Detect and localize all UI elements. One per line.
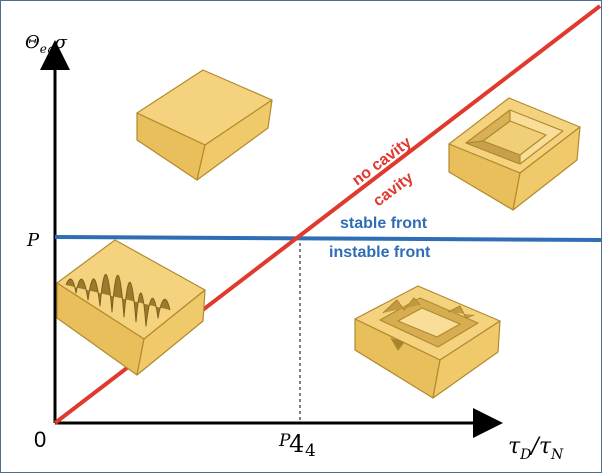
x-axis-label: τD/τN — [508, 434, 564, 463]
svg-text:4: 4 — [289, 430, 304, 458]
y-axis-label: Θeqσ — [25, 32, 68, 56]
svg-text:4: 4 — [305, 441, 316, 461]
x-tick-p-over-4: P 4 4 — [278, 430, 316, 461]
label-stable-front: stable front — [340, 215, 428, 232]
broken-cavity-block-icon — [354, 285, 501, 399]
origin-label: 0 — [34, 427, 46, 452]
svg-text:P: P — [278, 431, 291, 451]
dendrite-block-icon — [56, 239, 206, 376]
solid-block-icon — [136, 69, 273, 181]
cavity-block-icon — [448, 97, 581, 211]
label-instable-front: instable front — [329, 244, 431, 261]
y-tick-p: P — [26, 230, 40, 251]
stable-instable-boundary — [54, 235, 602, 242]
